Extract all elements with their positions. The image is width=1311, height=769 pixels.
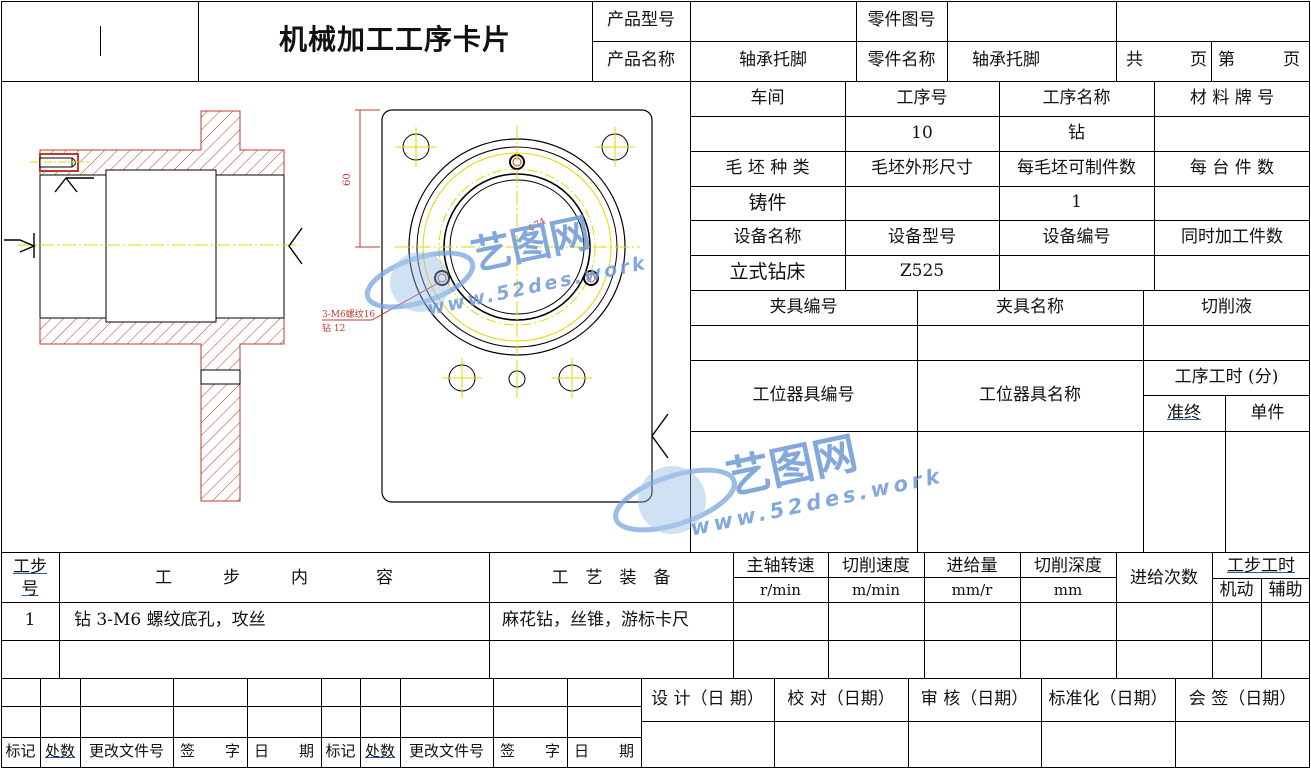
process-no-label: 工序号 <box>896 88 948 108</box>
step-row-1-no: 1 <box>24 610 36 630</box>
section-lower-body <box>39 317 285 502</box>
mark-label-right: 标记 <box>325 742 356 760</box>
product-name-value: 轴承托脚 <box>739 50 807 70</box>
product-name-label: 产品名称 <box>607 50 675 70</box>
per-blank-label: 每毛坯可制件数 <box>1017 158 1136 178</box>
blank-size-label: 毛坯外形尺寸 <box>871 158 973 178</box>
section-view <box>4 110 303 502</box>
station-tool-no-label: 工位器具编号 <box>752 385 855 405</box>
per-blank-value: 1 <box>1071 192 1082 212</box>
step-equipment-header: 工 艺 装 备 <box>551 568 671 588</box>
step-time-header: 工步工时 <box>1227 556 1295 576</box>
feed-header: 进给量 <box>946 556 998 576</box>
dimension-60 <box>355 109 380 248</box>
per-unit-label: 每 台 件 数 <box>1189 158 1275 178</box>
unit-time-label: 单件 <box>1250 403 1285 423</box>
page-no-suffix: 页 <box>1283 50 1300 70</box>
part-name-value: 轴承托脚 <box>972 50 1040 70</box>
section-bore <box>105 169 217 323</box>
total-pages-label: 共 <box>1126 50 1143 70</box>
product-model-label: 产品型号 <box>607 10 675 30</box>
step-content-header: 工 步 内 容 <box>155 568 393 588</box>
date-label-left: 日 期 <box>253 742 314 760</box>
cutting-speed-unit: m/min <box>852 581 900 599</box>
locating-symbol-top <box>54 176 94 193</box>
simul-count-label: 同时加工件数 <box>1181 227 1283 247</box>
date-label-right: 日 期 <box>573 742 634 760</box>
material-label: 材 料 牌 号 <box>1189 88 1275 108</box>
step-row-1-equipment: 麻花钻，丝锥，游标卡尺 <box>502 610 689 630</box>
coolant-label: 切削液 <box>1201 297 1252 317</box>
fixture-name-label: 夹具名称 <box>996 297 1064 317</box>
step-no-label-line2: 号 <box>21 579 39 599</box>
machine-time-header: 机动 <box>1219 580 1254 600</box>
equip-name-label: 设备名称 <box>733 227 802 247</box>
review-date-label: 审 核（日期） <box>920 689 1029 709</box>
signature-label-right: 签 字 <box>499 742 560 760</box>
page-no-label: 第 <box>1218 50 1235 70</box>
front-view: 60 3-M6螺纹16 钻 12 Φ74 <box>322 109 669 503</box>
station-tool-name-label: 工位器具名称 <box>979 385 1081 405</box>
locating-symbol-left <box>4 233 36 258</box>
fixture-no-label: 夹具编号 <box>769 297 838 317</box>
change-doc-label-right: 更改文件号 <box>408 742 484 760</box>
page-title: 机械加工工序卡片 <box>278 23 511 56</box>
step-row-1-content: 钻 3-M6 螺纹底孔，攻丝 <box>74 610 266 630</box>
count-label-left: 处数 <box>44 742 75 760</box>
design-date-label: 设 计（日 期） <box>651 689 764 709</box>
locating-symbol-front <box>651 413 669 459</box>
locating-symbol-right <box>288 227 303 265</box>
cutting-speed-header: 切削速度 <box>842 556 910 576</box>
process-name-label: 工序名称 <box>1042 88 1111 108</box>
process-time-label: 工序工时 (分) <box>1174 367 1279 387</box>
aux-time-header: 辅助 <box>1268 580 1303 600</box>
spindle-speed-unit: r/min <box>760 581 801 599</box>
watermark-globe-1 <box>364 250 476 312</box>
section-slot <box>200 369 241 385</box>
thread-note-2: 钻 12 <box>322 322 345 334</box>
part-drawing-no-label: 零件图号 <box>867 10 936 30</box>
blank-type-label: 毛 坯 种 类 <box>725 158 810 178</box>
cut-depth-header: 切削深度 <box>1034 556 1102 576</box>
pass-count-header: 进给次数 <box>1130 568 1198 588</box>
process-name-value: 钻 <box>1068 123 1085 143</box>
process-no-value: 10 <box>911 123 933 143</box>
thread-note-1: 3-M6螺纹16 <box>322 308 375 320</box>
cut-depth-unit: mm <box>1053 581 1083 599</box>
prep-end-label: 准终 <box>1167 403 1201 423</box>
blank-type-value: 铸件 <box>748 192 787 214</box>
total-pages-suffix: 页 <box>1190 50 1207 70</box>
countersign-date-label: 会 签（日期） <box>1188 689 1297 709</box>
change-doc-label-left: 更改文件号 <box>88 742 164 760</box>
part-name-label: 零件名称 <box>867 50 936 70</box>
dim-60-text: 60 <box>342 173 353 186</box>
mark-label-left: 标记 <box>5 742 36 760</box>
feed-unit: mm/r <box>951 581 993 599</box>
spindle-speed-header: 主轴转速 <box>746 556 815 576</box>
check-date-label: 校 对（日期） <box>787 689 895 709</box>
header-cursor-mark <box>100 26 101 56</box>
equip-no-label: 设备编号 <box>1042 227 1111 247</box>
equip-name-value: 立式钻床 <box>729 261 806 283</box>
workshop-label: 车间 <box>750 88 785 108</box>
equip-model-value: Z525 <box>899 261 945 281</box>
step-no-label-line1: 工步 <box>13 557 47 577</box>
equip-model-label: 设备型号 <box>888 227 956 247</box>
standard-date-label: 标准化（日期） <box>1048 689 1168 709</box>
count-label-right: 处数 <box>364 742 395 760</box>
signature-label-left: 签 字 <box>179 742 240 760</box>
part-drawing: 60 3-M6螺纹16 钻 12 Φ74 <box>4 109 669 503</box>
